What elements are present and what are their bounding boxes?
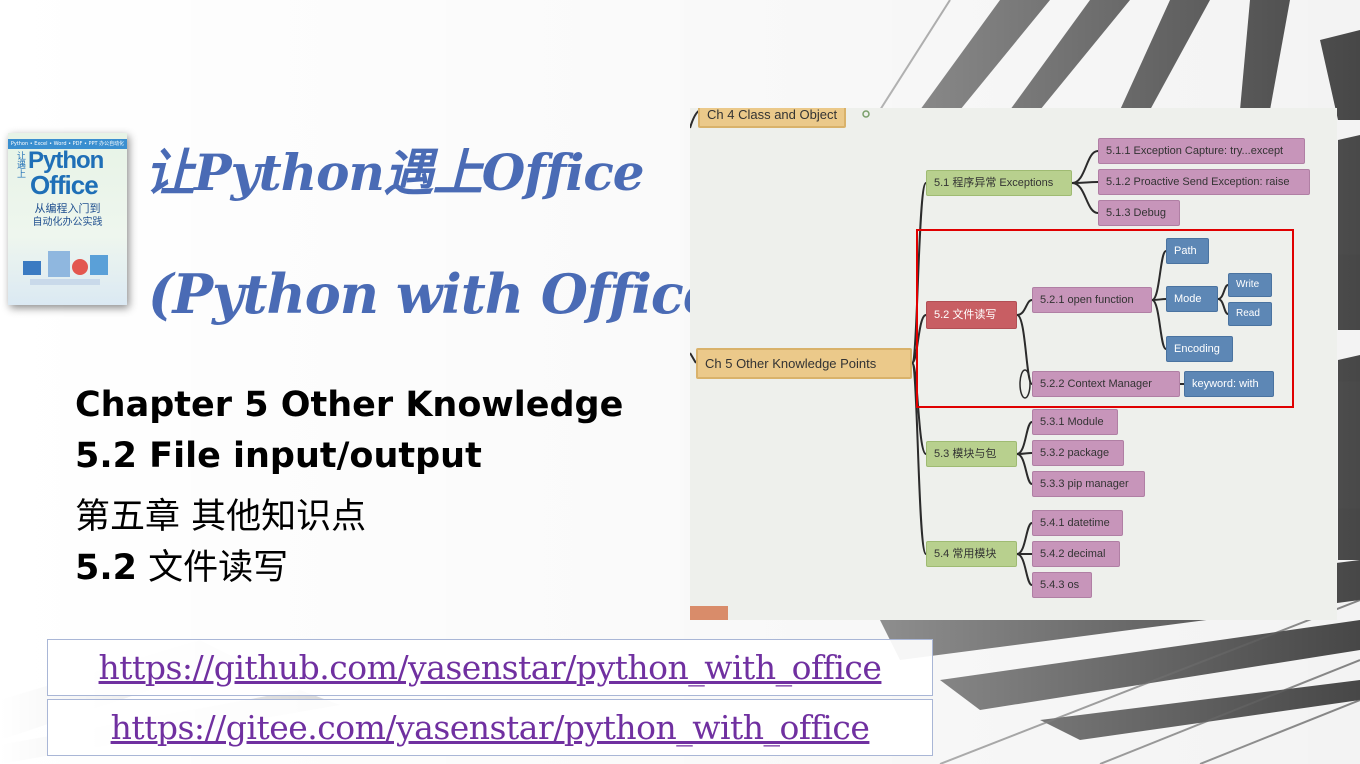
book-title-office: Office bbox=[30, 170, 99, 200]
section-number: 5.2 bbox=[75, 548, 138, 588]
node-5-3-1[interactable]: 5.3.1 Module bbox=[1032, 409, 1118, 435]
book-subtitle-1: 从编程入门到 bbox=[34, 202, 101, 215]
book-series-banner: Python • Excel • Word • PDF • PPT 办公自动化 bbox=[8, 139, 127, 149]
next-node-stub bbox=[690, 606, 728, 620]
book-subtitle-2: 自动化办公实践 bbox=[32, 217, 103, 228]
node-5-1-3[interactable]: 5.1.3 Debug bbox=[1098, 200, 1180, 226]
node-ch4[interactable]: Ch 4 Class and Object bbox=[698, 108, 847, 128]
section-text-cn: 文件读写 bbox=[137, 548, 289, 588]
section-title-cn: 5.2 文件读写 bbox=[75, 539, 288, 590]
book-side-text: 让遇上 bbox=[15, 151, 25, 178]
slide-title-cn: 让Python遇上Office bbox=[145, 143, 645, 202]
chapter-title-en: Chapter 5 Other Knowledge bbox=[75, 385, 624, 425]
node-5-3-3[interactable]: 5.3.3 pip manager bbox=[1032, 471, 1145, 497]
book-cover-image: Python • Excel • Word • PDF • PPT 办公自动化 … bbox=[8, 133, 127, 305]
repo-links: https://github.com/yasenstar/python_with… bbox=[47, 639, 933, 757]
node-5-1-1[interactable]: 5.1.1 Exception Capture: try...except bbox=[1098, 138, 1305, 164]
node-write[interactable]: Write bbox=[1228, 273, 1272, 297]
gitee-link-box: https://gitee.com/yasenstar/python_with_… bbox=[47, 699, 933, 756]
node-read[interactable]: Read bbox=[1228, 302, 1272, 326]
mindmap-connectors bbox=[690, 109, 1294, 620]
chapter-title-cn: 第五章 其他知识点 bbox=[75, 497, 367, 537]
node-ch5-root[interactable]: Ch 5 Other Knowledge Points bbox=[696, 348, 912, 379]
expand-dot bbox=[862, 110, 870, 118]
node-5-4-3[interactable]: 5.4.3 os bbox=[1032, 572, 1092, 598]
node-path[interactable]: Path bbox=[1166, 238, 1209, 264]
node-keyword-with[interactable]: keyword: with bbox=[1184, 371, 1274, 397]
node-5-2[interactable]: 5.2 文件读写 bbox=[926, 301, 1017, 329]
section-title-en: 5.2 File input/output bbox=[75, 436, 482, 476]
node-5-4[interactable]: 5.4 常用模块 bbox=[926, 541, 1017, 567]
node-5-3-2[interactable]: 5.3.2 package bbox=[1032, 440, 1124, 466]
node-encoding[interactable]: Encoding bbox=[1166, 336, 1233, 362]
node-5-2-1[interactable]: 5.2.1 open function bbox=[1032, 287, 1152, 313]
slide-title-en: (Python with Office) bbox=[148, 262, 742, 326]
github-link-box: https://github.com/yasenstar/python_with… bbox=[47, 639, 933, 696]
node-5-1[interactable]: 5.1 程序异常 Exceptions bbox=[926, 170, 1072, 196]
github-link[interactable]: https://github.com/yasenstar/python_with… bbox=[98, 648, 882, 687]
node-5-2-2[interactable]: 5.2.2 Context Manager bbox=[1032, 371, 1180, 397]
node-mode[interactable]: Mode bbox=[1166, 286, 1218, 312]
node-5-1-2[interactable]: 5.1.2 Proactive Send Exception: raise bbox=[1098, 169, 1310, 195]
node-5-3[interactable]: 5.3 模块与包 bbox=[926, 441, 1017, 467]
gitee-link[interactable]: https://gitee.com/yasenstar/python_with_… bbox=[110, 708, 870, 747]
highlight-box bbox=[916, 229, 1294, 408]
mindmap-panel: Ch 4 Class and Object Ch 5 Other Knowled… bbox=[690, 108, 1337, 620]
node-5-4-2[interactable]: 5.4.2 decimal bbox=[1032, 541, 1120, 567]
node-5-4-1[interactable]: 5.4.1 datetime bbox=[1032, 510, 1123, 536]
book-title-python: Python bbox=[28, 147, 104, 174]
collapse-marker bbox=[1019, 369, 1031, 399]
book-illustration bbox=[23, 251, 108, 285]
